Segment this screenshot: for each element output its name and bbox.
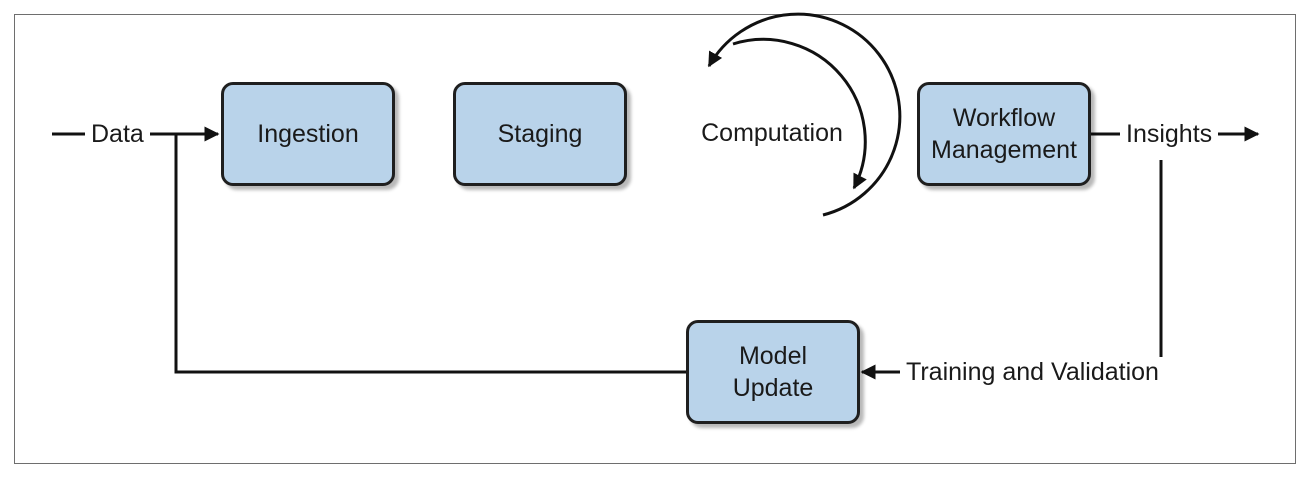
feedback-to-model-line (860, 160, 1163, 380)
workflow-label-line2: Management (931, 136, 1077, 164)
cycle-arc-right (732, 37, 867, 190)
staging-node: Staging (453, 82, 627, 186)
cycle-arc-top (707, 12, 902, 217)
model-update-label-line2: Update (732, 374, 814, 402)
staging-label: Staging (497, 120, 583, 148)
ingestion-node: Ingestion (221, 82, 395, 186)
model-update-node: Model Update (686, 320, 860, 424)
workflow-management-node: Workflow Management (917, 82, 1091, 186)
model-to-data-line (174, 134, 686, 374)
diagram-frame (14, 14, 1296, 464)
computation-label: Computation (701, 119, 843, 147)
insights-label: Insights (1120, 119, 1219, 149)
data-label: Data (85, 119, 150, 149)
ingestion-label: Ingestion (257, 120, 359, 148)
workflow-label-line1: Workflow (952, 104, 1056, 132)
training-validation-label: Training and Validation (900, 357, 1165, 387)
model-update-label-line1: Model (738, 342, 808, 370)
